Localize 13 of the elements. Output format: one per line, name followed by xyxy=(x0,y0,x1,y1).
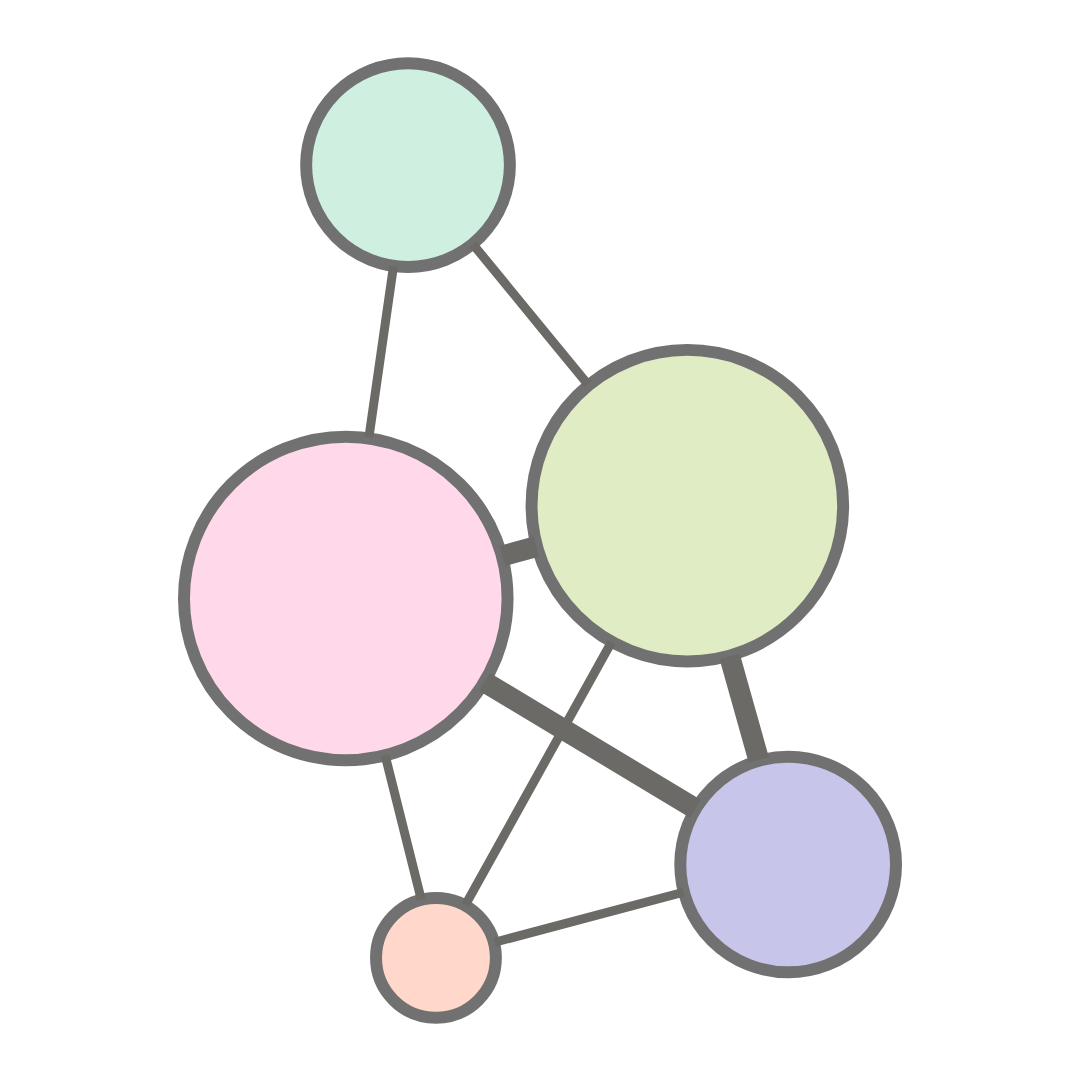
node-circle xyxy=(178,430,514,766)
node-circle xyxy=(525,343,850,667)
connector xyxy=(364,265,398,438)
connector xyxy=(461,639,616,907)
connector xyxy=(719,653,769,763)
node-circle xyxy=(300,56,516,273)
connector xyxy=(499,536,539,566)
connector xyxy=(493,887,685,947)
node-circle xyxy=(370,891,502,1024)
connector xyxy=(469,240,592,387)
connector xyxy=(380,753,426,900)
node-circle xyxy=(674,750,902,978)
connector xyxy=(479,672,701,818)
